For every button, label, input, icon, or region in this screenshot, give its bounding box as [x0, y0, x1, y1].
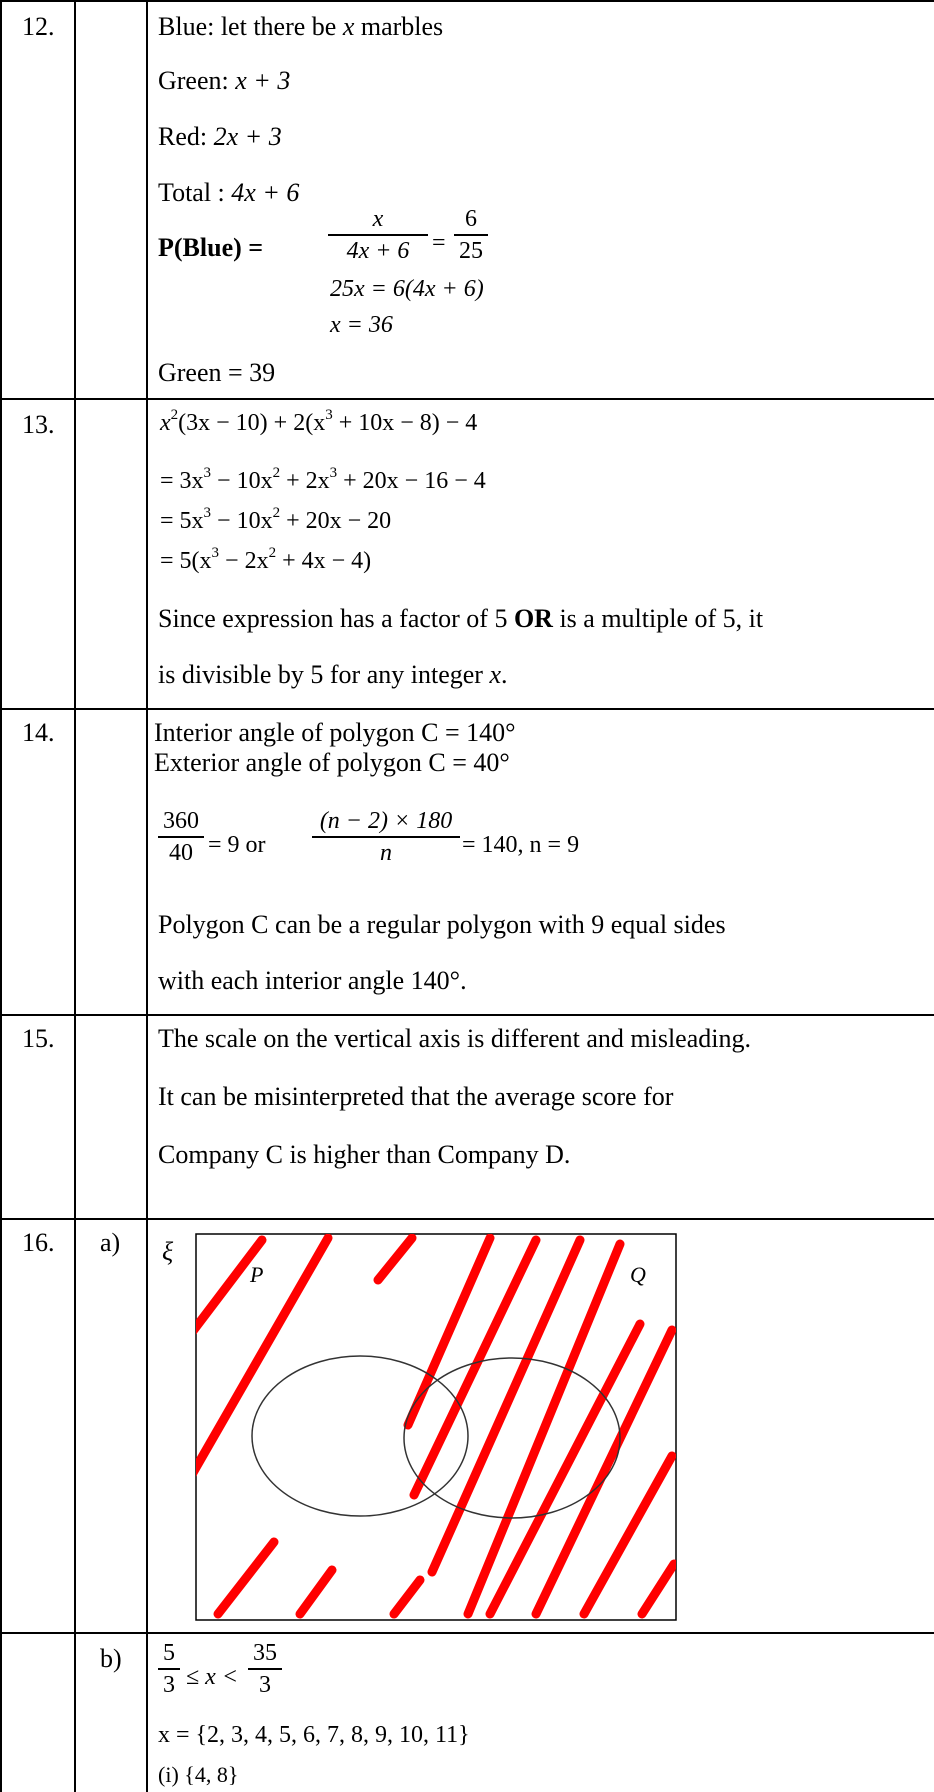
q14-fraction-1-rhs: = 9 or [208, 832, 266, 858]
q15-line3: Company C is higher than Company D. [158, 1140, 571, 1169]
q12-equation-2: 25x = 6(4x + 6) [330, 276, 484, 302]
part-label-a: a) [100, 1228, 121, 1257]
q14-line4: with each interior angle 140°. [158, 966, 467, 995]
q14-line2: Exterior angle of polygon C = 40° [154, 748, 510, 777]
q16b-inequality: ≤ x < [186, 1664, 239, 1690]
q12-equals: = [432, 230, 446, 256]
q12-answer: Green = 39 [158, 358, 276, 387]
question-number: 15. [22, 1024, 55, 1053]
q13-statement-1: Since expression has a factor of 5 OR is… [158, 604, 764, 633]
venn-diagram: ξ P Q [162, 1233, 677, 1621]
q12-equation-3: x = 36 [330, 312, 393, 338]
set-q-label: Q [630, 1262, 646, 1287]
q13-statement-2: is divisible by 5 for any integer x. [158, 660, 508, 689]
question-number: 16. [22, 1228, 55, 1257]
q15-line1: The scale on the vertical axis is differ… [158, 1024, 751, 1053]
q13-line4: = 5(x3 − 2x2 + 4x − 4) [160, 545, 372, 575]
q13-line1: x2(3x − 10) + 2(x3 + 10x − 8) − 4 [160, 407, 478, 437]
set-p-label: P [249, 1262, 263, 1287]
q15-line2: It can be misinterpreted that the averag… [158, 1082, 674, 1111]
question-number: 13. [22, 410, 55, 439]
q16b-answer-i: (i) {4, 8} [158, 1762, 239, 1787]
universal-set-symbol: ξ [162, 1237, 174, 1266]
q14-line1: Interior angle of polygon C = 140° [154, 718, 516, 747]
q12-probability-label: P(Blue) = [158, 233, 264, 262]
q14-fraction-2-rhs: = 140, n = 9 [462, 832, 580, 858]
shaded-region [196, 1234, 676, 1619]
part-label-b: b) [100, 1644, 122, 1673]
q13-line3: = 5x3 − 10x2 + 20x − 20 [160, 505, 392, 535]
set-p-ellipse [251, 1355, 469, 1517]
question-number: 14. [22, 718, 55, 747]
q13-line2: = 3x3 − 10x2 + 2x3 + 20x − 16 − 4 [160, 465, 486, 495]
q14-line3: Polygon C can be a regular polygon with … [158, 910, 726, 939]
q12-red: Red: 2x + 3 [158, 122, 282, 151]
q12-total: Total : 4x + 6 [158, 178, 300, 207]
q12-green: Green: x + 3 [158, 66, 291, 95]
question-number: 12. [22, 12, 55, 41]
q12-line1: Blue: let there be x marbles [158, 12, 444, 41]
q16b-solution-set: x = {2, 3, 4, 5, 6, 7, 8, 9, 10, 11} [158, 1722, 470, 1748]
set-q-ellipse [403, 1357, 621, 1519]
